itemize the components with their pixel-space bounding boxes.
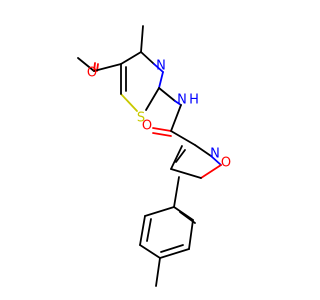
bond-thiazole-s-c5 xyxy=(120,93,138,112)
bond-isoxazole-c3-n xyxy=(194,144,212,157)
bond-isoxazole-o-c5 xyxy=(200,164,222,179)
molecule-canvas: O N S N H O N O xyxy=(77,25,232,287)
bond-thiazole-c4-n xyxy=(140,51,155,65)
bond-nh-to-carbonyl xyxy=(170,104,182,132)
bond-thiazole-c2-s xyxy=(145,87,160,111)
bond-isoxazole-c4-c3-inner xyxy=(175,149,186,163)
bond-aryl-inner-2 xyxy=(160,244,184,253)
bond-carbonyl-to-isoxazole xyxy=(170,130,196,146)
amide-nitrogen-label: N xyxy=(177,93,187,108)
bond-nh-link xyxy=(174,100,182,106)
bond-amide-carbonyl-2 xyxy=(152,132,172,137)
bond-aryl-2 xyxy=(188,219,194,250)
bond-aryl-inner-1 xyxy=(179,211,196,224)
isoxazole-oxygen-label: O xyxy=(221,156,231,171)
acetyl-oxygen-label: O xyxy=(87,66,97,81)
bond-isoxazole-to-aryl xyxy=(173,176,180,208)
bond-isoxazole-c5-c4 xyxy=(170,168,202,179)
bond-aryl-6 xyxy=(144,206,175,217)
bond-aryl-3 xyxy=(159,248,190,259)
bond-thiazole-to-nh xyxy=(158,87,176,102)
thiazole-nitrogen-label: N xyxy=(156,59,166,74)
bond-thiazole-c5-c4 xyxy=(120,51,142,65)
bond-acetyl-carbonyl-1 xyxy=(93,62,96,72)
chemical-structure: O N S N H O N O xyxy=(77,25,231,287)
isoxazole-nitrogen-label: N xyxy=(210,147,220,162)
amide-hydrogen-label: H xyxy=(189,93,199,108)
bond-isoxazole-c4-c3 xyxy=(170,145,183,170)
bond-acetyl-ring xyxy=(93,63,122,72)
bond-thiazole-c2-n-double xyxy=(158,71,164,89)
bond-aryl-inner-3 xyxy=(146,218,152,242)
bond-thiazole-methyl xyxy=(140,25,144,53)
bond-aryl-4 xyxy=(139,244,161,259)
bond-thiazole-n-c2 xyxy=(153,63,164,73)
thiazole-sulfur-label: S xyxy=(137,111,145,126)
bond-acetyl-methyl xyxy=(77,57,95,72)
bond-aryl-methyl xyxy=(155,257,161,287)
bond-aryl-5 xyxy=(139,215,146,246)
bond-amide-carbonyl-1 xyxy=(152,127,172,132)
amide-oxygen-label: O xyxy=(142,119,152,134)
bond-isoxazole-n-o xyxy=(210,155,222,166)
